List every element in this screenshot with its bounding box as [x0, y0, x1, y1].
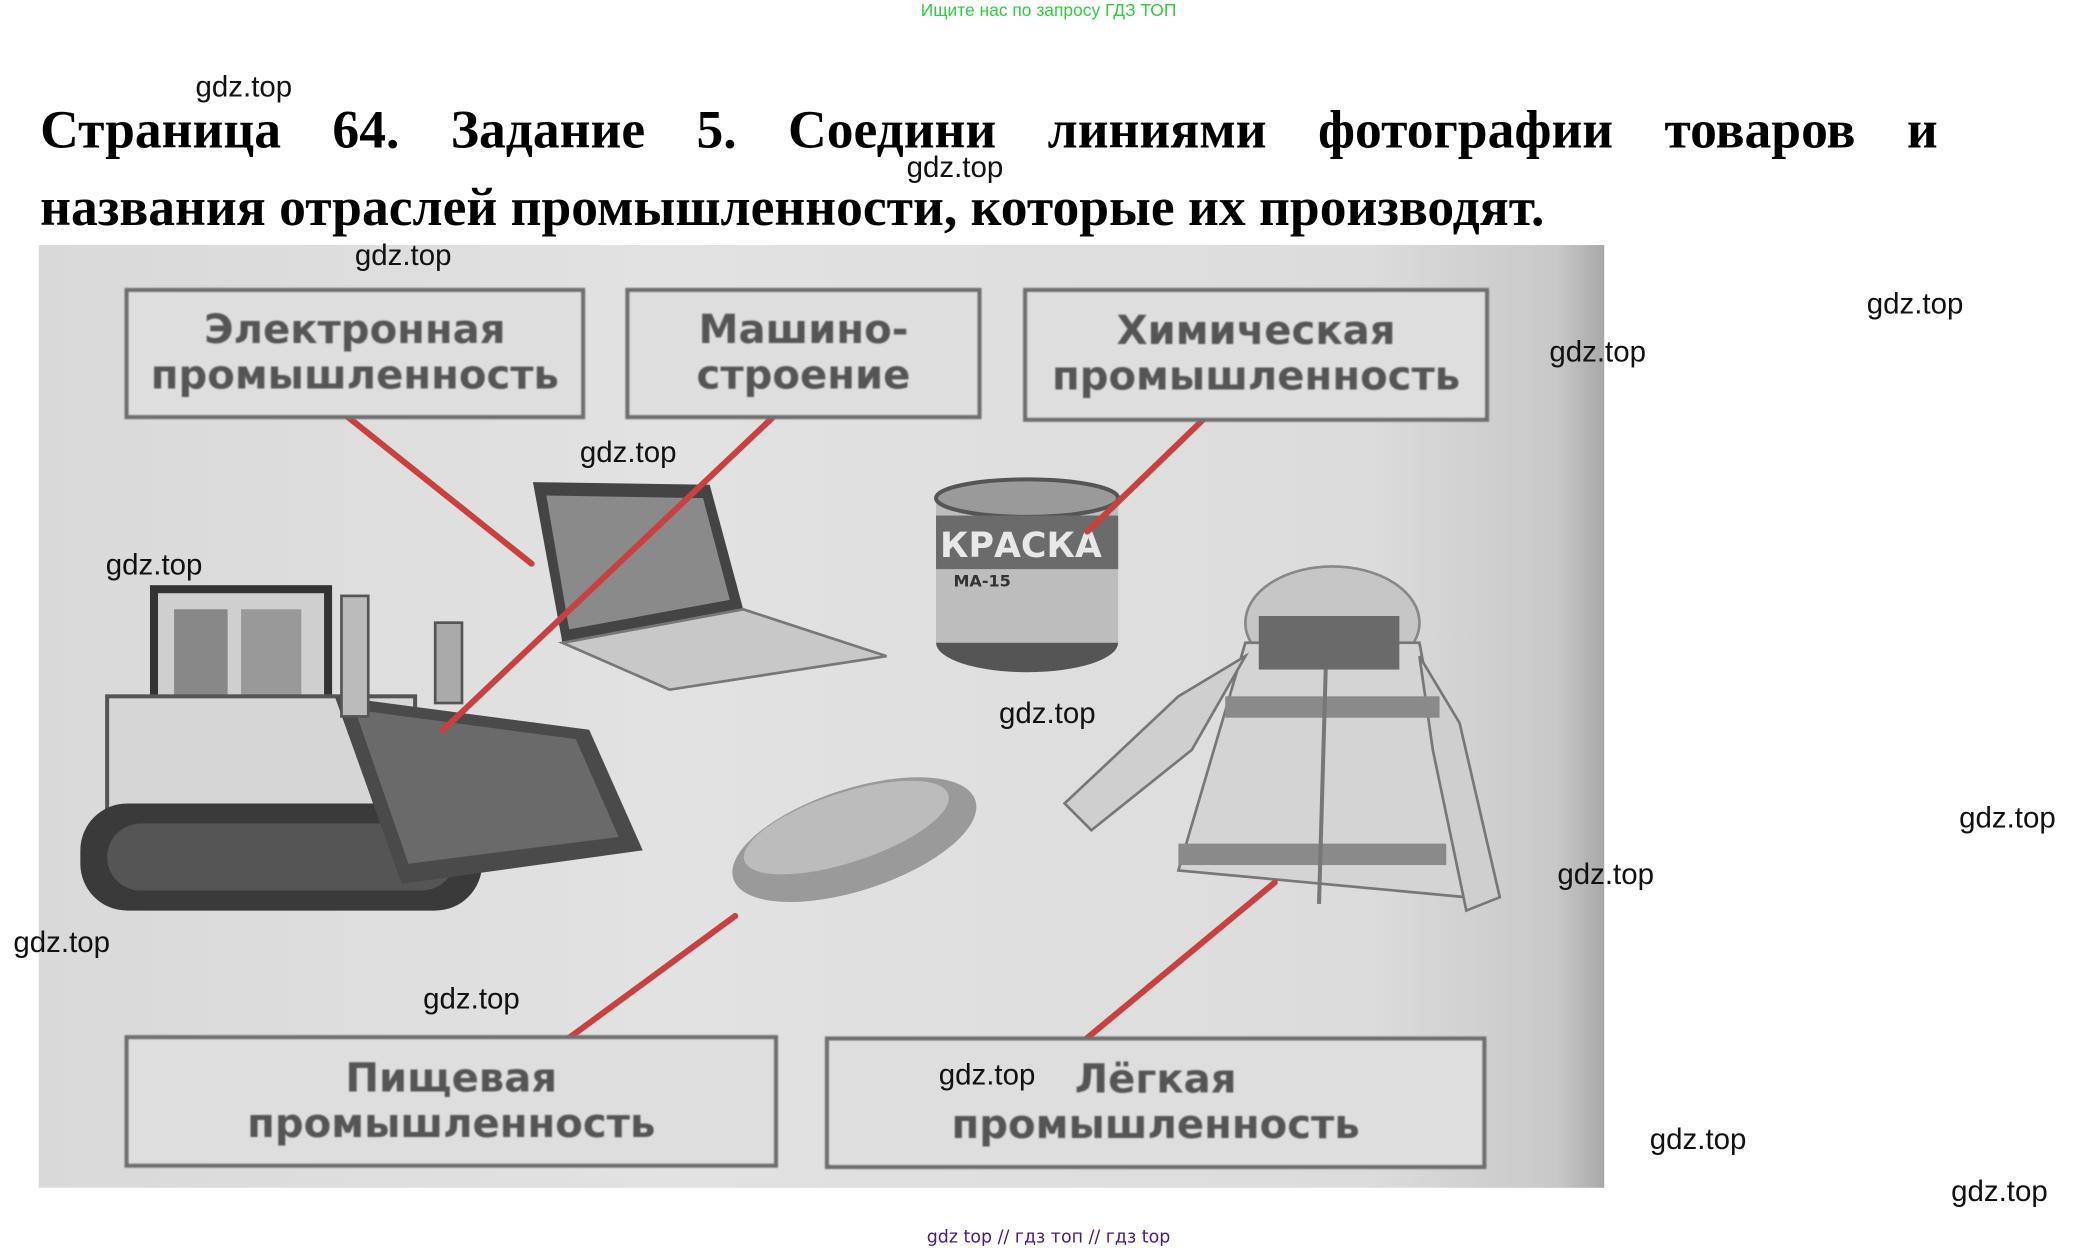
product-photos: КРАСКА МА-15 — [80, 406, 1502, 1041]
watermark: gdz.top — [579, 435, 677, 469]
connector-line — [1084, 879, 1278, 1041]
label-text: строение — [696, 352, 911, 400]
connector-line — [1084, 408, 1215, 535]
laptop-image — [532, 482, 887, 692]
label-text: промышленность — [247, 1100, 656, 1147]
watermark: gdz.top — [1649, 1122, 1747, 1156]
watermark: gdz.top — [354, 238, 452, 272]
label-text: промышленность — [1051, 353, 1461, 401]
footer-links: gdz top // гдз топ // гдз top — [926, 1227, 1171, 1248]
watermark: gdz.top — [1557, 857, 1655, 891]
search-hint: Ищите нас по запросу ГДЗ ТОП — [920, 0, 1177, 21]
watermark: gdz.top — [1951, 1174, 2048, 1208]
label-text: промышленность — [951, 1101, 1360, 1149]
label-text: Химическая — [1116, 307, 1396, 355]
watermark: gdz.top — [423, 981, 520, 1016]
paint-can-image: КРАСКА МА-15 — [934, 477, 1121, 673]
task-title-line-2: названия отраслей промышленности, которы… — [40, 176, 1545, 238]
label-text: Пищевая — [345, 1054, 558, 1102]
connector-line — [440, 408, 783, 733]
label-text: промышленность — [150, 352, 559, 400]
jacket-image — [1062, 565, 1502, 913]
watermark: gdz.top — [998, 696, 1096, 730]
connector-line — [566, 912, 739, 1041]
label-text: Электронная — [204, 306, 506, 354]
task-title-line-1: Страница 64. Задание 5. Соедини линиями … — [40, 99, 1938, 160]
watermark: gdz.top — [195, 69, 293, 104]
connector-line — [335, 406, 535, 567]
watermark: gdz.top — [1959, 800, 2056, 835]
watermark: gdz.top — [105, 547, 203, 582]
bulldozer-image — [80, 585, 643, 911]
label-text: Лёгкая — [1074, 1055, 1237, 1103]
watermark: gdz.top — [1866, 286, 1964, 321]
watermark: gdz.top — [906, 149, 1004, 184]
watermark: gdz.top — [1549, 334, 1646, 369]
task-title: Страница 64. Задание 5. Соедини линиями … — [40, 91, 1938, 246]
label-machine-building: Машино-строение — [625, 287, 982, 420]
bread-image — [732, 777, 977, 902]
watermark: gdz.top — [13, 925, 111, 959]
paint-can-label: КРАСКА — [940, 526, 1102, 566]
exercise-image: КРАСКА МА-15 — [38, 245, 1605, 1188]
label-text: Машино- — [698, 306, 909, 354]
paint-can-sublabel: МА-15 — [953, 572, 1010, 591]
watermark: gdz.top — [938, 1057, 1036, 1092]
